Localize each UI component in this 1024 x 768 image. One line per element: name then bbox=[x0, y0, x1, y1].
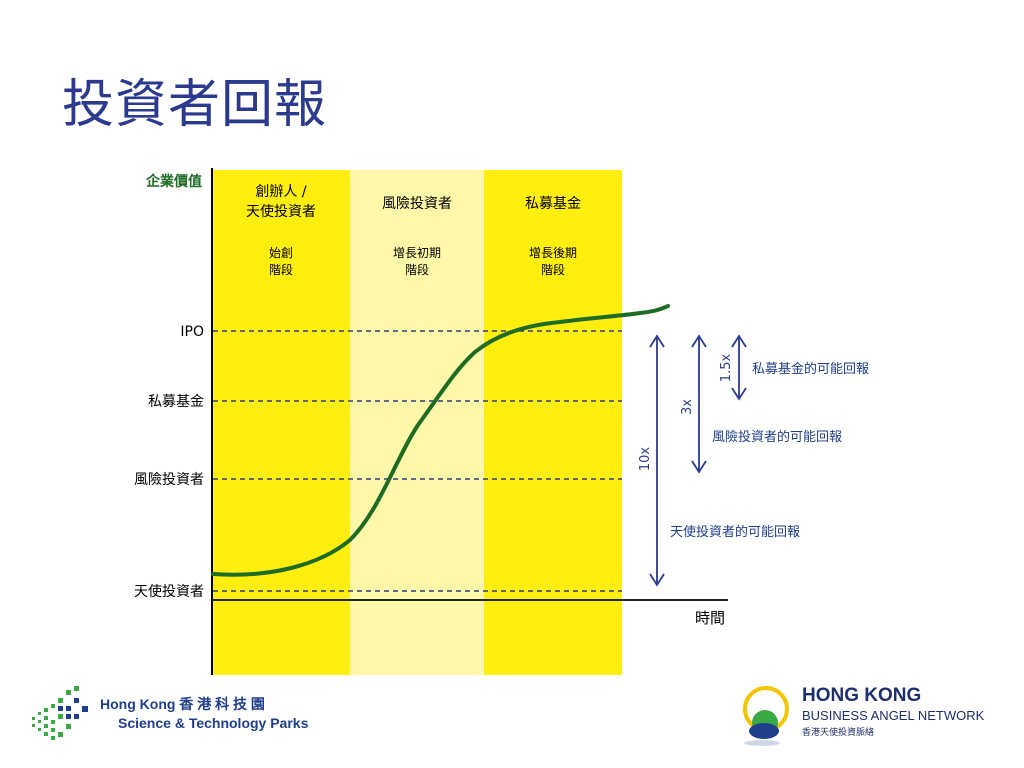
multiple-3x: 3x bbox=[680, 399, 695, 415]
return-label-angel: 天使投資者的可能回報 bbox=[670, 524, 800, 540]
return-label-private-equity: 私募基金的可能回報 bbox=[752, 361, 869, 377]
slide-title: 投資者回報 bbox=[62, 75, 328, 135]
y-axis-label: 企業價值 bbox=[145, 173, 202, 190]
stage-title-founder-angel: 創辦人 /天使投資者 bbox=[246, 184, 316, 220]
arrow-10x bbox=[649, 334, 665, 587]
stage-subtitle-seed: 始創階段 bbox=[269, 246, 293, 277]
stage-subtitle-late-growth: 增長後期階段 bbox=[529, 246, 577, 277]
multiple-10x: 10x bbox=[638, 447, 653, 472]
hkstp-name-line2: Science & Technology Parks bbox=[118, 715, 309, 731]
hkban-name-line1: HONG KONG bbox=[802, 685, 922, 706]
arrow-1-5x bbox=[731, 334, 747, 401]
x-axis-label: 時間 bbox=[695, 609, 725, 627]
hkstp-logo: Hong Kong 香 港 科 技 園 Science & Technology… bbox=[30, 684, 308, 748]
hkban-name-line3: 香港天使投資脈絡 bbox=[802, 728, 875, 738]
company-value-curve bbox=[211, 304, 670, 577]
level-label-angel: 天使投資者 bbox=[134, 583, 204, 600]
stage-band-private-equity bbox=[484, 170, 622, 675]
level-label-venture: 風險投資者 bbox=[134, 472, 204, 488]
hkban-name-line2: BUSINESS ANGEL NETWORK bbox=[802, 708, 985, 723]
multiple-1-5x: 1.5x bbox=[719, 354, 734, 383]
stage-subtitle-early-growth: 增長初期階段 bbox=[393, 246, 441, 277]
hkban-logo: HONG KONG BUSINESS ANGEL NETWORK 香港天使投資脈… bbox=[740, 683, 1000, 753]
stage-title-private-equity: 私募基金 bbox=[525, 195, 581, 212]
level-label-ipo: IPO bbox=[180, 324, 204, 340]
hkstp-logo-mark-icon bbox=[32, 686, 88, 740]
stage-band-venture bbox=[350, 170, 484, 675]
hkstp-name-line1: Hong Kong 香 港 科 技 園 bbox=[100, 696, 265, 712]
arrow-3x bbox=[691, 334, 707, 474]
level-label-private-equity: 私募基金 bbox=[148, 393, 204, 410]
stage-title-venture: 風險投資者 bbox=[382, 196, 452, 212]
return-label-venture: 風險投資者的可能回報 bbox=[712, 429, 842, 445]
hkban-logo-mark-icon bbox=[743, 686, 789, 746]
